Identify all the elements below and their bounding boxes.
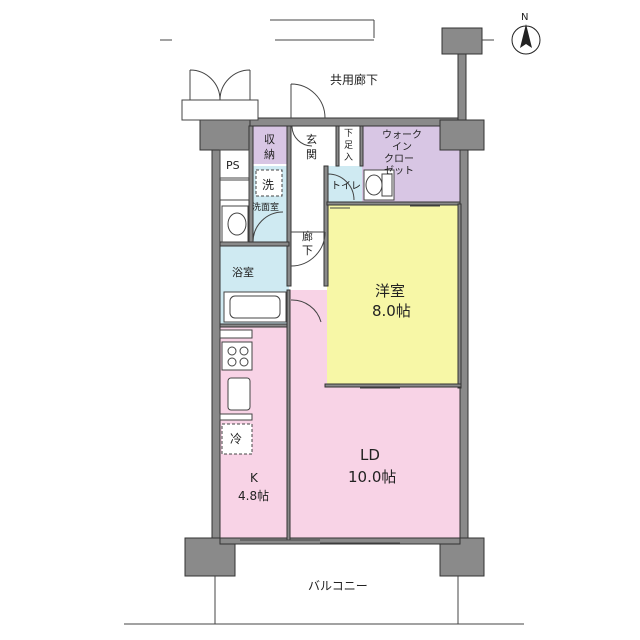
label-shoebox-3: 入 (344, 152, 353, 163)
label-washroom: 洗面室 (252, 201, 279, 213)
ps-box (219, 149, 250, 179)
washbasin-icon (221, 205, 249, 243)
label-ld-size: 10.0帖 (348, 468, 396, 486)
label-corridor-common: 共用廊下 (330, 72, 378, 87)
label-ps: PS (226, 159, 240, 172)
washer-icon (255, 169, 283, 197)
label-walkin-2: イン (392, 142, 412, 153)
label-kitchen: K (250, 471, 259, 485)
label-western-room-size: 8.0帖 (372, 302, 411, 320)
label-fridge: 冷 (230, 432, 242, 446)
bathtub-icon (223, 291, 287, 323)
label-hall-2: 下 (302, 244, 313, 257)
label-balcony: バルコニー (308, 579, 368, 593)
label-entrance-1: 玄 (306, 132, 317, 146)
ld-room (289, 290, 460, 540)
label-toilet: トイレ (331, 181, 361, 192)
western-room (327, 204, 460, 386)
label-walkin-3: クロー (384, 153, 414, 165)
toilet-icon (363, 169, 395, 201)
fridge-icon (221, 423, 253, 455)
label-storage-2: 納 (264, 148, 275, 161)
label-north: N (521, 12, 528, 23)
label-walkin-4: ゼット (384, 165, 414, 177)
label-shoebox-2: 足 (344, 140, 353, 151)
label-washer: 洗 (262, 178, 274, 192)
label-ld: LD (360, 446, 380, 464)
label-bathroom: 浴室 (232, 265, 254, 279)
label-shoebox-1: 下 (344, 129, 353, 139)
north-arrow-icon (511, 24, 541, 55)
sink-icon (227, 377, 251, 411)
label-storage-1: 収 (264, 133, 275, 146)
storage-room (253, 126, 287, 164)
toilet-room (328, 166, 362, 204)
stove-icon (221, 341, 253, 371)
label-kitchen-size: 4.8帖 (238, 488, 269, 503)
label-entrance-2: 関 (306, 148, 317, 161)
label-western-room: 洋室 (375, 282, 405, 300)
label-walkin-1: ウォーク (382, 129, 422, 141)
label-hall-1: 廊 (302, 229, 313, 243)
